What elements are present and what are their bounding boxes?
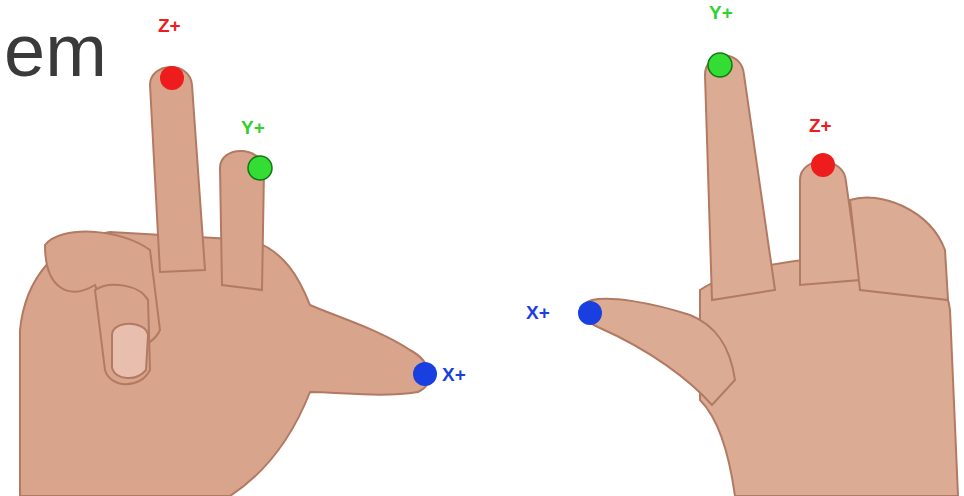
right-index-finger [705,55,775,300]
y-axis-dot [708,53,732,77]
axis-label: X+ [526,303,550,322]
right-curled-fingers [850,197,948,300]
left-fingernail [112,324,148,378]
left-hand [20,67,429,496]
x-axis-dot [578,301,602,325]
right-thumb [583,299,735,405]
z-axis-dot [160,66,184,90]
axis-label: Z+ [158,16,181,35]
axis-label: X+ [442,365,466,384]
z-axis-dot [811,153,835,177]
x-axis-dot [413,362,437,386]
y-axis-dot [248,156,272,180]
slide-title-fragment: em [4,14,107,88]
left-middle-finger [150,67,205,272]
axis-label: Y+ [241,118,265,137]
left-little-finger [95,285,150,384]
axis-label: Y+ [709,3,733,22]
axis-label: Z+ [809,116,832,135]
right-middle-finger [800,161,860,285]
right-hand [583,55,958,496]
